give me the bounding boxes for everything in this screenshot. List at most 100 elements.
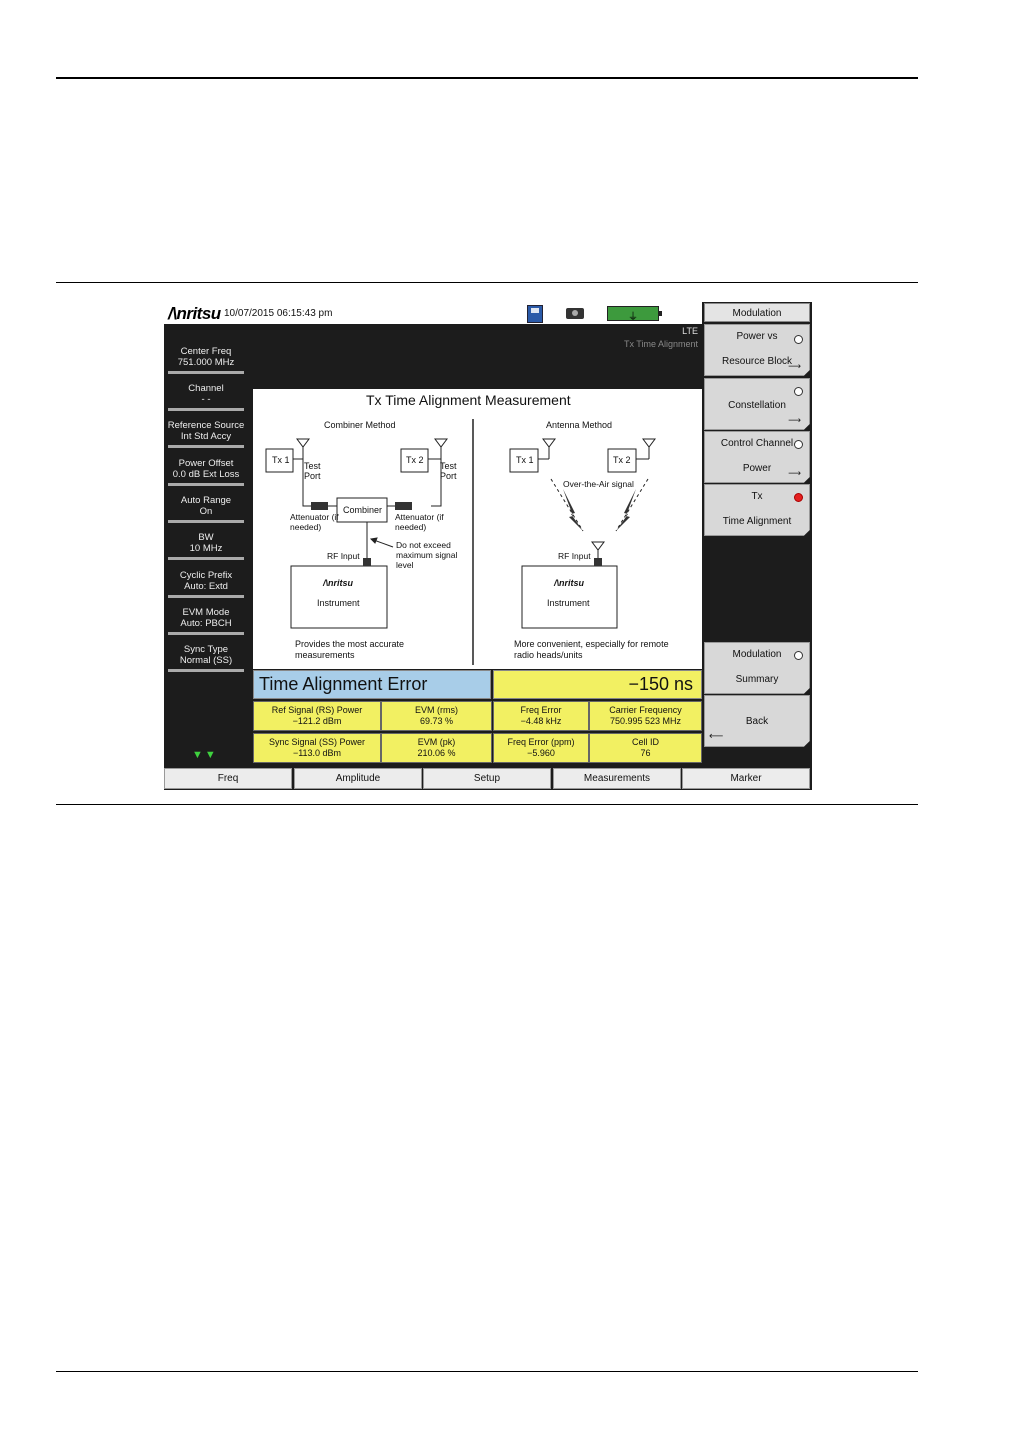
param-evm-mode[interactable]: EVM Mode Auto: PBCH	[164, 607, 248, 635]
param-label: Center Freq	[180, 346, 232, 357]
param-channel[interactable]: Channel - -	[164, 383, 248, 411]
param-label: Reference Source	[167, 420, 245, 431]
softkey-line2: Resource Block	[721, 356, 793, 367]
battery-charging-icon: ⏚	[607, 306, 662, 323]
softkey-line1: Control Channel	[720, 438, 794, 449]
result-value: −113.0 dBm	[292, 748, 342, 758]
ota-signal-label: Over-the-Air signal	[563, 479, 634, 489]
param-label: Auto Range	[180, 495, 232, 506]
back-arrow-icon: ⟵	[709, 731, 724, 742]
measurement-diagram: Tx Time Alignment Measurement Combiner M…	[253, 389, 702, 669]
softkey-line2: Constellation	[728, 400, 786, 411]
param-value: 0.0 dB Ext Loss	[172, 469, 240, 480]
softkey-power-vs-resource-block[interactable]: Power vs Resource Block ⟶	[704, 324, 810, 376]
antenna-tx2: Tx 2	[613, 455, 631, 465]
combiner-note: Provides the most accurate measurements	[295, 639, 405, 660]
result-cell-id: Cell ID 76	[589, 733, 702, 763]
param-auto-range[interactable]: Auto Range On	[164, 495, 248, 523]
result-ref-signal-power: Ref Signal (RS) Power −121.2 dBm	[253, 701, 381, 731]
test-port-label-1: Test Port	[304, 461, 321, 481]
param-reference-source[interactable]: Reference Source Int Std Accy	[164, 420, 248, 448]
diagram-graphics	[265, 419, 656, 665]
radio-off-icon	[794, 651, 803, 660]
submenu-arrow-icon: ⟶	[788, 415, 801, 425]
softkey-line2: Power	[742, 463, 772, 474]
result-value: 210.06 %	[417, 748, 456, 758]
param-bw[interactable]: BW 10 MHz	[164, 532, 248, 560]
submenu-arrow-icon: ⟶	[788, 361, 801, 371]
tab-freq[interactable]: Freq	[164, 768, 292, 789]
combiner-heading: Combiner Method	[324, 420, 396, 430]
result-value: 76	[640, 748, 651, 758]
result-value: 750.995 523 MHz	[609, 716, 682, 726]
tab-measurements[interactable]: Measurements	[553, 768, 681, 789]
submenu-arrow-icon: ⟶	[788, 468, 801, 478]
result-freq-error: Freq Error −4.48 kHz	[493, 701, 589, 731]
combiner-instrument-label: Instrument	[317, 598, 360, 608]
softkey-line2: Time Alignment	[722, 516, 792, 527]
param-center-freq[interactable]: Center Freq 751.000 MHz	[164, 346, 248, 374]
result-evm-pk: EVM (pk) 210.06 %	[381, 733, 492, 763]
figure-bottom-rule	[56, 804, 918, 805]
param-value: - -	[201, 394, 211, 405]
softkey-constellation[interactable]: Constellation ⟶	[704, 378, 810, 430]
datetime: 10/07/2015 06:15:43 pm	[224, 308, 333, 319]
param-label: Power Offset	[178, 458, 234, 469]
figure-top-rule	[56, 282, 918, 283]
test-port-label-2: Test Port	[440, 461, 457, 481]
param-label: EVM Mode	[182, 607, 230, 618]
antenna-instrument-label: Instrument	[547, 598, 590, 608]
combiner-tx1: Tx 1	[272, 455, 290, 465]
attenuator-label-2: Attenuator (if needed)	[395, 512, 444, 532]
result-label: EVM (pk)	[417, 737, 456, 747]
softkey-control-channel-power[interactable]: Control Channel Power ⟶	[704, 431, 810, 483]
attenuator-label-1: Attenuator (if needed)	[290, 512, 339, 532]
softkey-line1: Tx	[751, 491, 763, 502]
result-value: 69.73 %	[419, 716, 454, 726]
radio-off-icon	[794, 335, 803, 344]
param-value: Normal (SS)	[179, 655, 233, 666]
param-label: Cyclic Prefix	[179, 570, 233, 581]
radio-off-icon	[794, 387, 803, 396]
result-label: Carrier Frequency	[609, 705, 682, 715]
result-label: EVM (rms)	[415, 705, 458, 715]
param-sync-type[interactable]: Sync Type Normal (SS)	[164, 644, 248, 672]
param-value: Auto: Extd	[184, 581, 228, 592]
param-label: Channel	[188, 383, 224, 394]
antenna-tx1: Tx 1	[516, 455, 534, 465]
param-cyclic-prefix[interactable]: Cyclic Prefix Auto: Extd	[164, 570, 248, 598]
tab-setup[interactable]: Setup	[423, 768, 551, 789]
antenna-rf-input: RF Input	[558, 551, 591, 561]
radio-on-icon	[794, 493, 803, 502]
result-label: Sync Signal (SS) Power	[268, 737, 366, 747]
softkey-tx-time-alignment[interactable]: Tx Time Alignment	[704, 484, 810, 536]
time-alignment-error-value: −150 ns	[493, 670, 702, 699]
param-label: Sync Type	[183, 644, 229, 655]
result-label: Cell ID	[631, 737, 659, 747]
tab-marker[interactable]: Marker	[682, 768, 810, 789]
param-value: 10 MHz	[189, 543, 223, 554]
combiner-rf-input: RF Input	[327, 551, 360, 561]
result-carrier-frequency: Carrier Frequency 750.995 523 MHz	[589, 701, 702, 731]
antenna-note: More convenient, especially for remote r…	[514, 639, 669, 660]
result-label: Freq Error	[520, 705, 562, 715]
tab-amplitude[interactable]: Amplitude	[294, 768, 422, 789]
title-bar: /\nritsu 10/07/2015 06:15:43 pm ⏚	[164, 302, 702, 324]
softkey-modulation-summary[interactable]: Modulation Summary	[704, 642, 810, 694]
anritsu-logo: /\nritsu	[168, 304, 221, 323]
combiner-box-label: Combiner	[343, 505, 383, 515]
softkey-line1: Back	[745, 716, 769, 727]
instrument-screen: /\nritsu 10/07/2015 06:15:43 pm ⏚ LTE Tx…	[164, 302, 812, 790]
camera-icon[interactable]	[566, 308, 584, 319]
result-label: Ref Signal (RS) Power	[271, 705, 363, 715]
softkey-line2: Summary	[735, 674, 779, 685]
softkey-menu-title: Modulation	[704, 303, 810, 322]
antenna-icon: ▼▼	[192, 749, 218, 761]
save-icon[interactable]	[527, 305, 543, 323]
time-alignment-error-label: Time Alignment Error	[253, 670, 491, 699]
param-value: Auto: PBCH	[180, 618, 232, 629]
softkey-back[interactable]: Back ⟵	[704, 695, 810, 747]
param-power-offset[interactable]: Power Offset 0.0 dB Ext Loss	[164, 458, 248, 486]
result-value: −4.48 kHz	[520, 716, 562, 726]
softkey-line1: Power vs	[736, 331, 778, 342]
